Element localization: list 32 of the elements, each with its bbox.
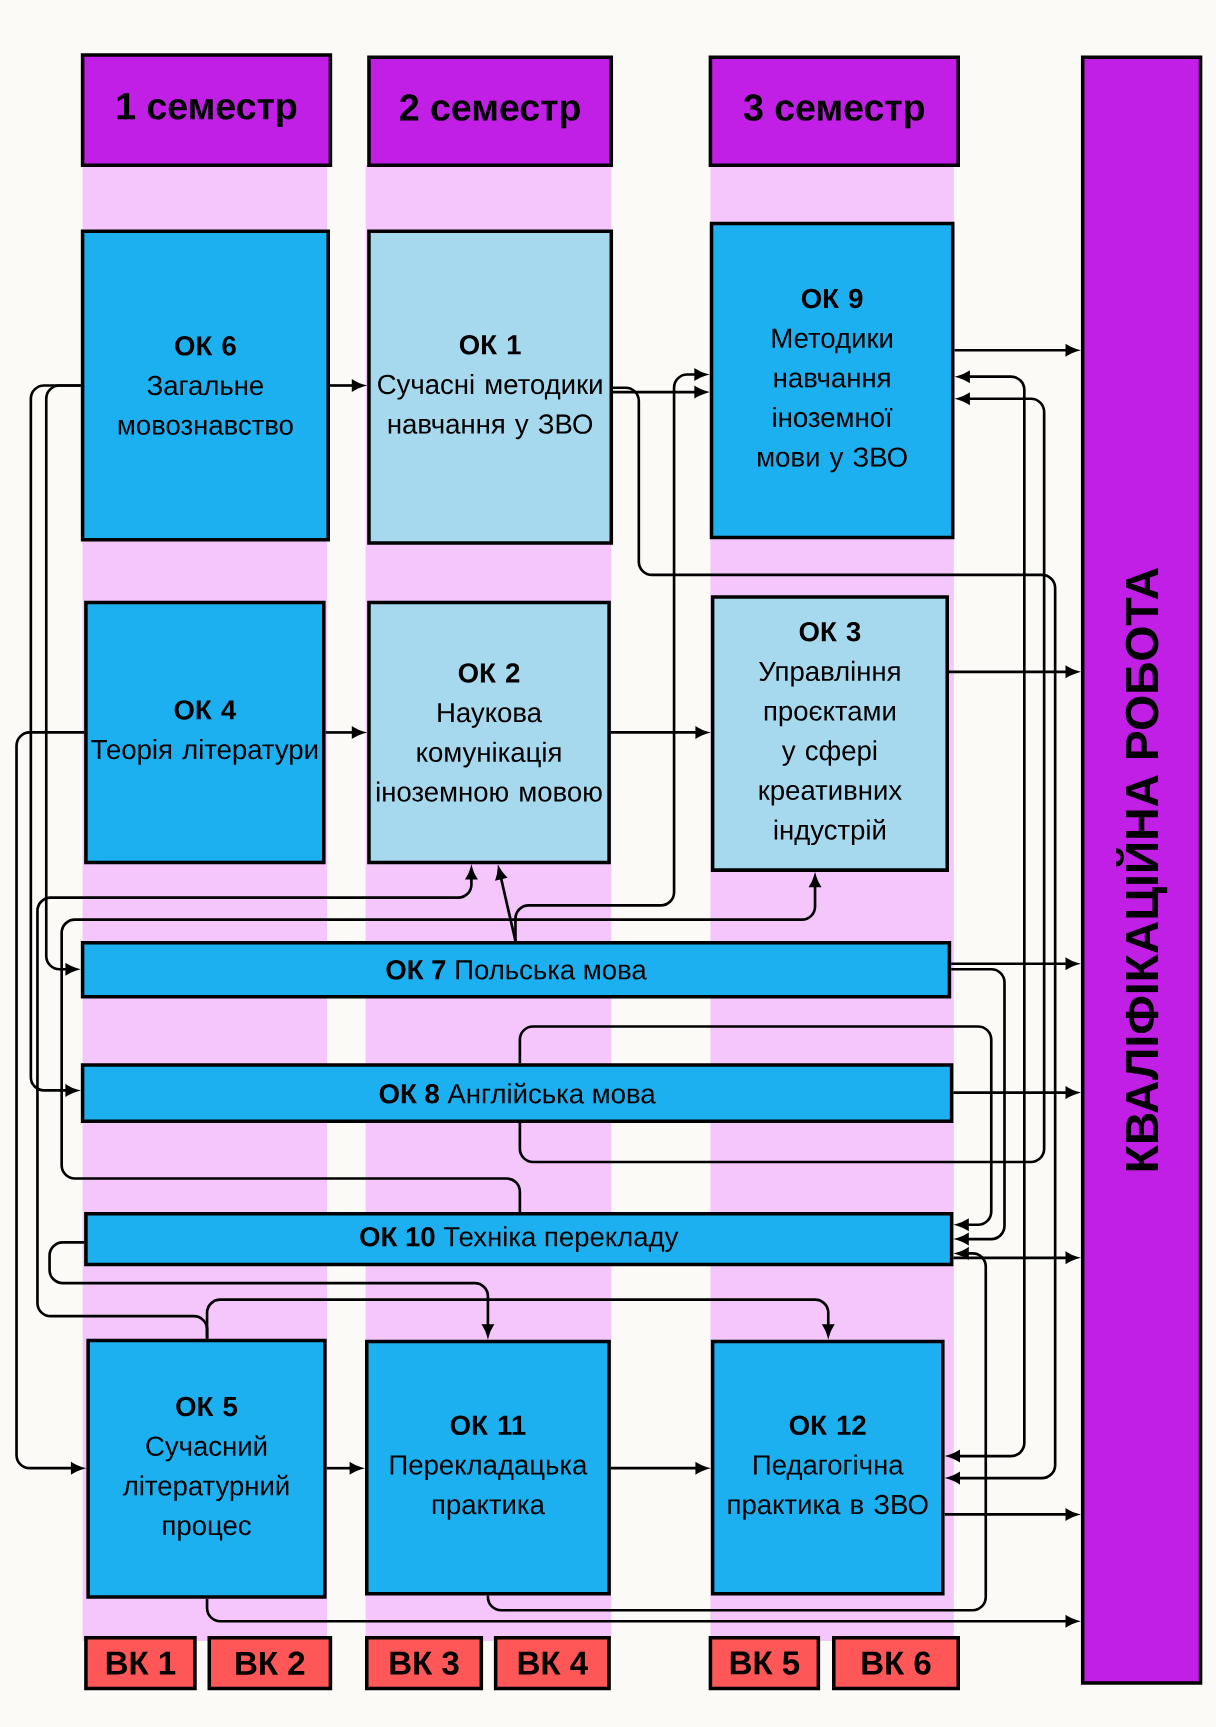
arrow	[205, 1598, 1078, 1627]
semester-header: 3 семестр	[708, 55, 960, 167]
semester-header: 2 семестр	[367, 55, 614, 167]
arrow	[613, 386, 1057, 1484]
arrow	[951, 958, 1078, 970]
elective-box: ВК 5	[708, 1636, 821, 1691]
elective-box: ВК 4	[493, 1636, 611, 1691]
arrow	[610, 1462, 708, 1474]
elective-box: ВК 2	[207, 1636, 333, 1691]
course-box: ОК 5 Сучасний літературний процес	[86, 1338, 327, 1599]
course-box: ОК 12 Педагогічна практика в ЗВО	[710, 1339, 945, 1596]
arrow	[518, 1025, 993, 1231]
course-box: ОК 1 Сучасні методики навчання у ЗВО	[367, 229, 614, 545]
course-box: ОК 11 Перекладацька практика	[365, 1339, 611, 1596]
elective-box: ВК 3	[365, 1636, 484, 1691]
semester-header: 1 семестр	[80, 53, 333, 167]
arrow	[486, 1247, 988, 1612]
arrow	[954, 344, 1078, 356]
course-box: ОК 6 Загальне мовознавство	[80, 229, 330, 542]
course-box: ОК 4 Теорія літератури	[84, 600, 326, 865]
thesis-bar: КВАЛІФІКАЦІЙНА РОБОТА	[1080, 55, 1203, 1685]
arrow	[953, 1252, 1078, 1264]
elective-box: ВК 6	[832, 1636, 960, 1691]
arrow	[949, 666, 1078, 678]
arrow	[326, 1462, 362, 1474]
arrow	[29, 384, 81, 1096]
course-box: ОК 9 Методики навчання іноземної мови у ЗВО	[709, 221, 955, 540]
course-box: ОК 3 Управління проєктами у сфері креативних індустрій	[710, 595, 949, 872]
elective-box: ВК 1	[84, 1636, 197, 1691]
arrow	[948, 371, 1026, 1462]
arrow	[44, 384, 81, 975]
arrow	[951, 967, 1006, 1245]
